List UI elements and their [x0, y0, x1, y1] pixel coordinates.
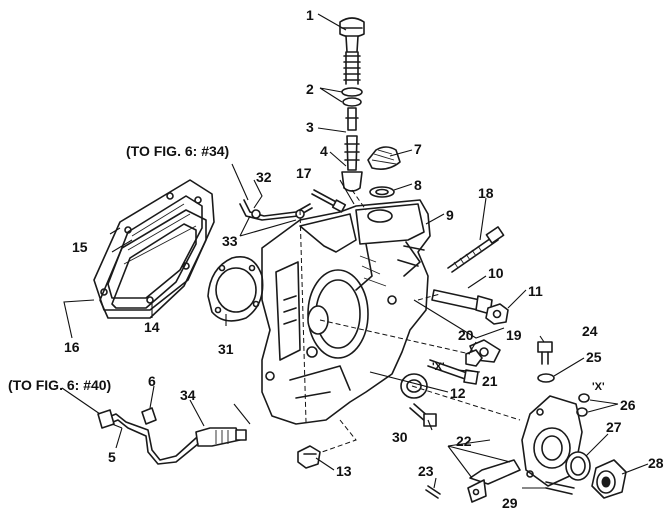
- callout-19: 19: [506, 327, 522, 343]
- callout-12: 12: [450, 385, 466, 401]
- callout-25: 25: [586, 349, 602, 365]
- reference-labels: (TO FIG. 6: #34) (TO FIG. 6: #40): [8, 143, 229, 393]
- nut-11: [485, 303, 509, 325]
- sensor-switch-34: [195, 427, 247, 447]
- long-stud-18: [447, 226, 505, 273]
- callout-3: 3: [306, 119, 314, 135]
- screw-29: [545, 481, 575, 495]
- cover-gasket: [99, 209, 207, 319]
- callout-28: 28: [648, 455, 664, 471]
- round-gasket: [207, 256, 264, 322]
- dipstick-o-rings: [341, 87, 363, 107]
- filler-cap: [367, 146, 401, 170]
- washer-25: [537, 373, 555, 383]
- filler-seal: [369, 186, 395, 198]
- x-marker-housing: 'X': [432, 361, 445, 373]
- callout-33: 33: [222, 233, 238, 249]
- callout-15: 15: [72, 239, 88, 255]
- crankcase-housing: [261, 199, 431, 425]
- dipstick-cap: [339, 17, 365, 53]
- callout-16: 16: [64, 339, 80, 355]
- callout-26: 26: [620, 397, 636, 413]
- dipstick-tube: [341, 135, 363, 192]
- bolt-24: [537, 341, 553, 365]
- callout-14: 14: [144, 319, 160, 335]
- callout-34: 34: [180, 387, 196, 403]
- callout-22: 22: [456, 433, 472, 449]
- o-rings-26: [576, 393, 590, 417]
- callout-4: 4: [320, 143, 328, 159]
- callout-21: 21: [482, 373, 498, 389]
- leader-lines: [61, 13, 649, 489]
- callout-27: 27: [606, 419, 622, 435]
- bolt-10: [431, 289, 493, 315]
- callout-20: 20: [458, 327, 474, 343]
- alignment-lines: [299, 189, 521, 453]
- x-markers: 'X' 'X': [432, 361, 605, 393]
- callout-30: 30: [392, 429, 408, 445]
- side-cover: [93, 179, 215, 311]
- drain-plug-13: [297, 445, 321, 469]
- wire-harness-5-6: [97, 407, 199, 465]
- callout-9: 9: [446, 207, 454, 223]
- bolt-17: [311, 189, 347, 213]
- cap-28: [591, 459, 627, 499]
- callout-13: 13: [336, 463, 352, 479]
- breather-tube: [239, 199, 313, 221]
- callout-31: 31: [218, 341, 234, 357]
- dipstick-spring: [343, 51, 361, 85]
- oil-seal-12: [400, 373, 428, 399]
- callout-23: 23: [418, 463, 434, 479]
- callout-10: 10: [488, 265, 504, 281]
- callout-7: 7: [414, 141, 422, 157]
- callout-2: 2: [306, 81, 314, 97]
- callout-29: 29: [502, 495, 518, 511]
- callout-1: 1: [306, 7, 314, 23]
- reference-fig6-40: (TO FIG. 6: #40): [8, 377, 111, 393]
- callout-17: 17: [296, 165, 312, 181]
- callout-8: 8: [414, 177, 422, 193]
- screw-23: [425, 485, 441, 499]
- dipstick-tube-upper: [345, 107, 359, 131]
- reference-fig6-34: (TO FIG. 6: #34): [126, 143, 229, 159]
- callout-32: 32: [256, 169, 272, 185]
- seal-27: [565, 451, 591, 481]
- callout-6: 6: [148, 373, 156, 389]
- callout-labels: 1 2 3 4 5 6 7 8 9 10 11 12 13 14 15 16 1…: [64, 7, 664, 511]
- fitting-22: [467, 459, 521, 503]
- callout-5: 5: [108, 449, 116, 465]
- callout-11: 11: [528, 283, 543, 299]
- x-marker-right: 'X': [592, 381, 605, 393]
- bolt-30: [409, 403, 437, 427]
- callout-18: 18: [478, 185, 494, 201]
- callout-24: 24: [582, 323, 598, 339]
